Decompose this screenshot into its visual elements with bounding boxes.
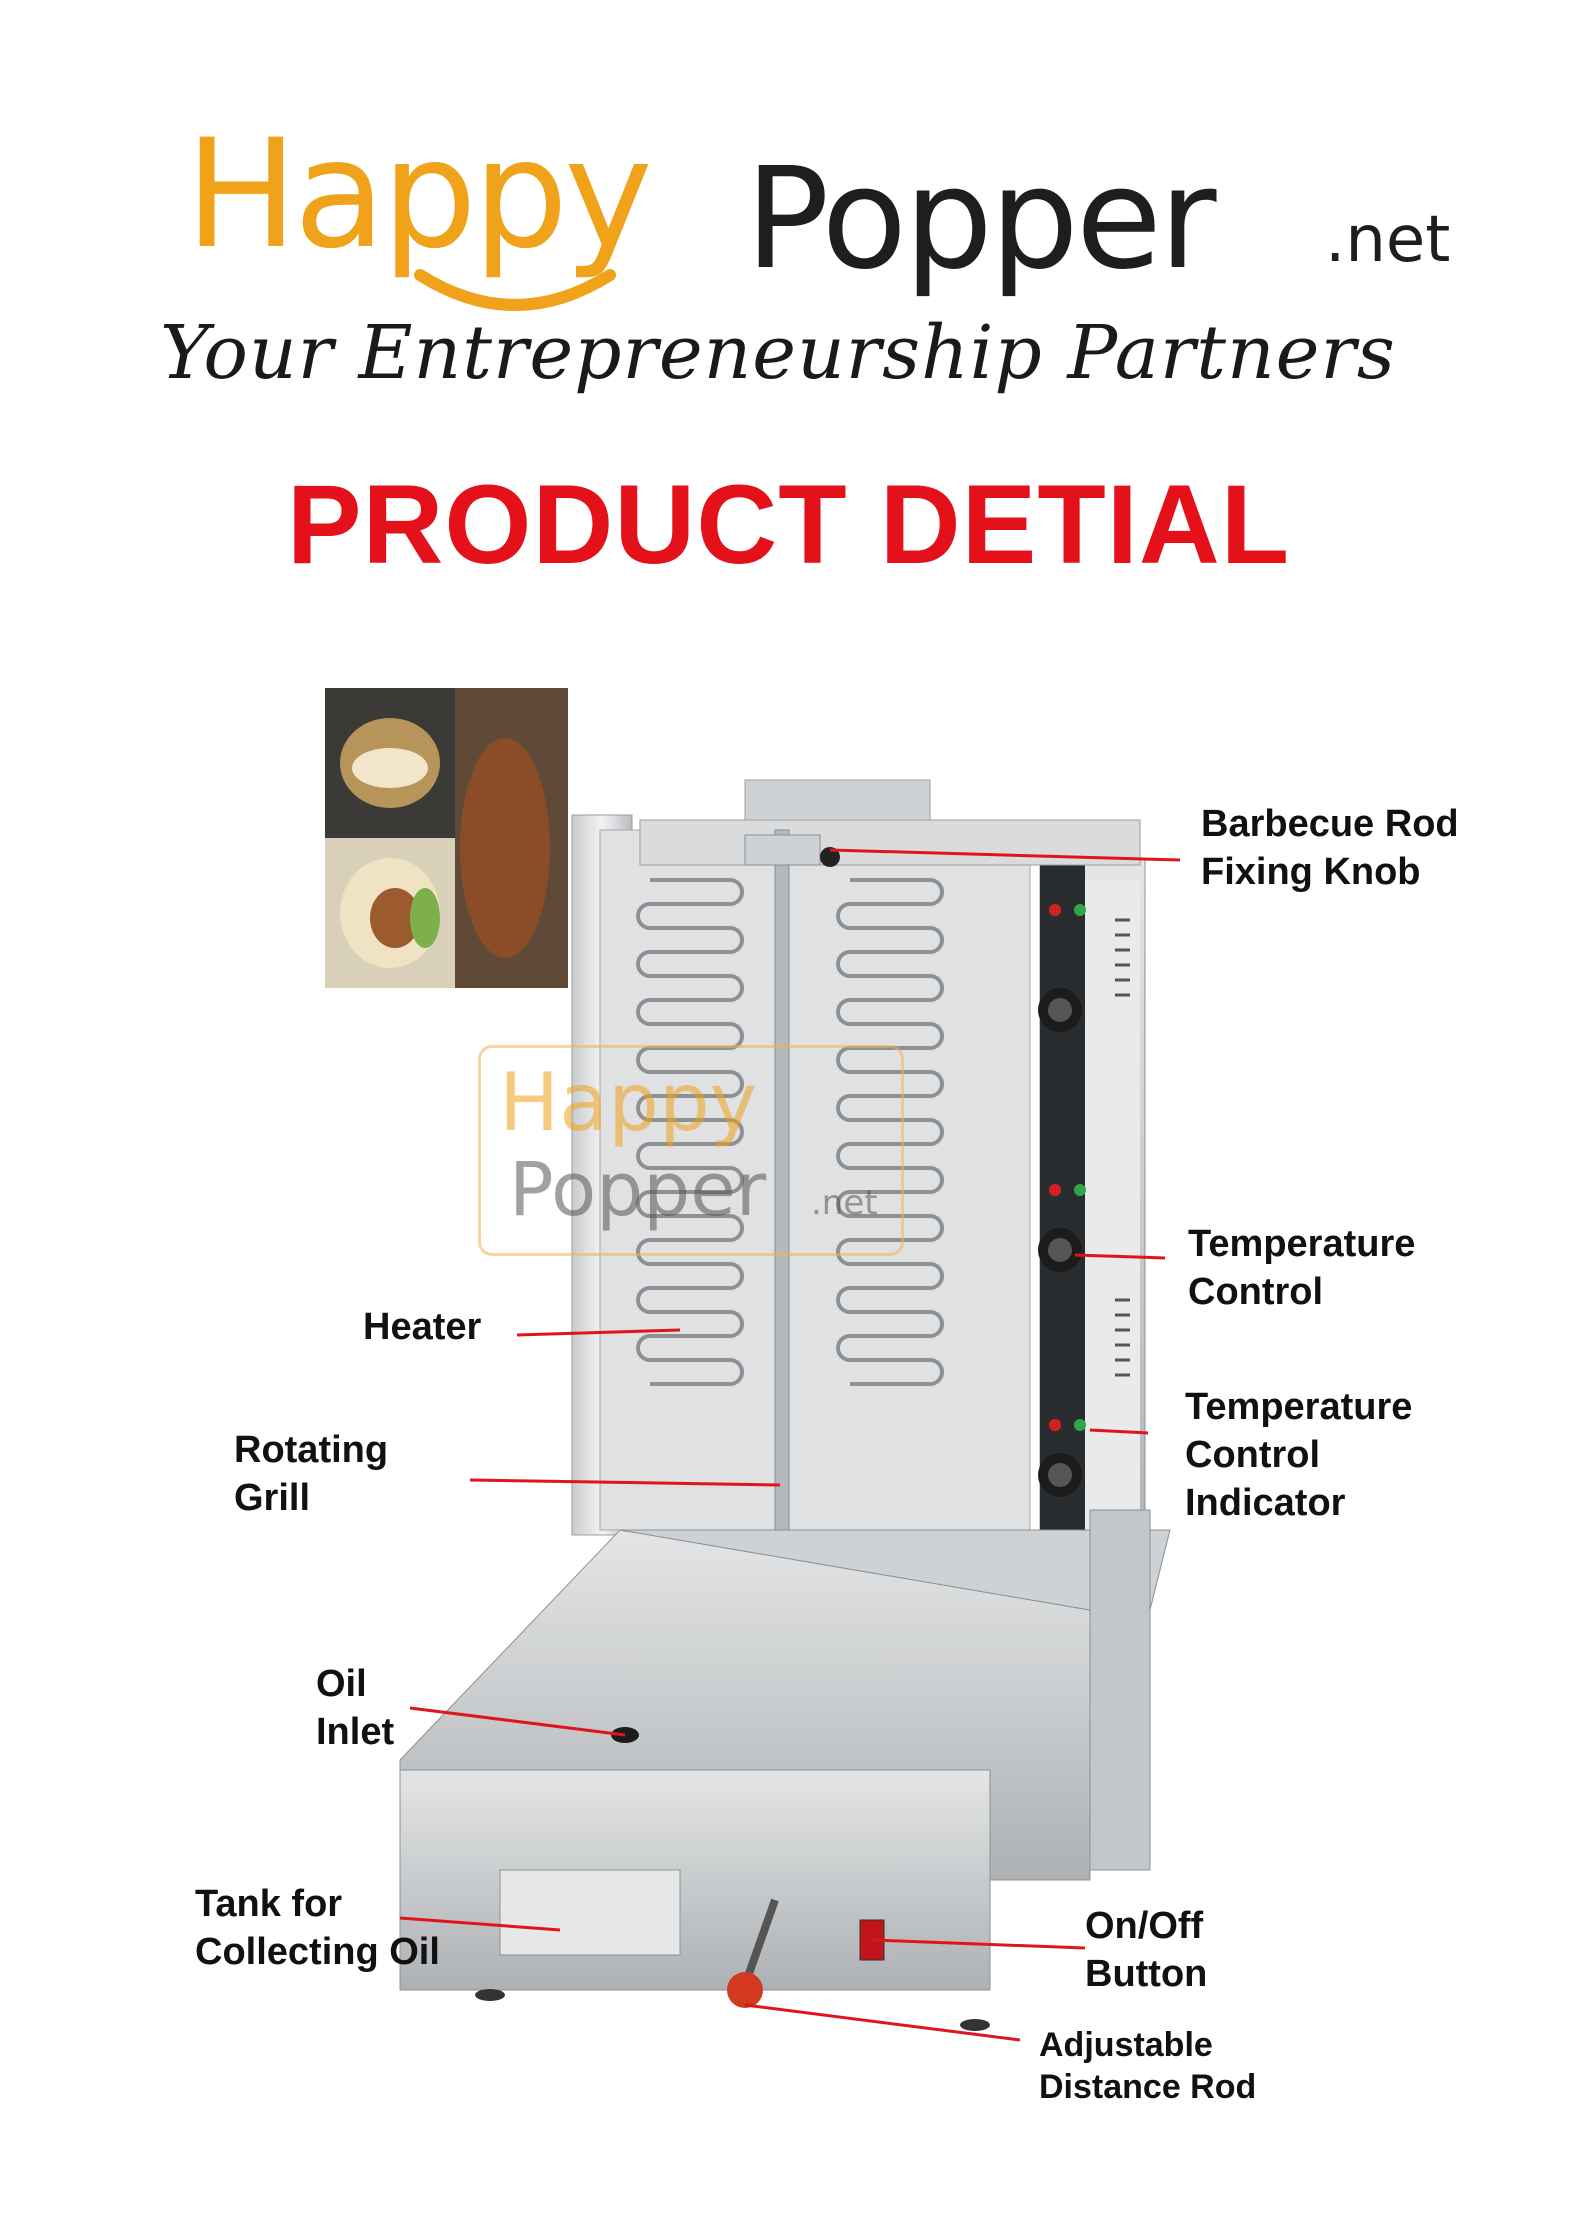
brand-tagline: Your Entrepreneurship Partners xyxy=(160,310,1396,396)
label-oil-tank: Tank for Collecting Oil xyxy=(195,1883,440,1973)
callout-line-oil-inlet xyxy=(409,1706,626,1737)
label-on-off-button: On/Off Button xyxy=(1085,1905,1208,1995)
label-temperature-indicator: Temperature Control Indicator xyxy=(1185,1386,1413,1524)
logo-smile-icon xyxy=(414,269,616,311)
callout-line-heater xyxy=(516,1328,681,1337)
watermark-line2: Popper xyxy=(509,1147,767,1233)
callout-line-temp-indicator xyxy=(1089,1428,1149,1435)
callout-line-distance-rod xyxy=(744,2003,1021,2042)
label-oil-inlet: Oil Inlet xyxy=(316,1663,395,1753)
label-rotating-grill: Rotating Grill xyxy=(234,1429,389,1519)
label-heater: Heater xyxy=(363,1306,482,1348)
callout-line-oil-tank xyxy=(399,1916,561,1932)
watermark-suffix: .net xyxy=(811,1183,878,1223)
food-photo-icon xyxy=(325,688,568,988)
logo-word-happy: Happy xyxy=(185,108,653,282)
logo-domain-suffix: .net xyxy=(1325,203,1451,277)
label-adjustable-distance-rod: Adjustable Distance Rod xyxy=(1039,2026,1257,2106)
callout-line-temp-control xyxy=(1074,1253,1166,1260)
watermark-line1: Happy xyxy=(499,1056,758,1149)
brand-logo: Happy Popper .net xyxy=(185,108,1450,315)
callout-line-rod xyxy=(829,848,1181,862)
callout-line-on-off xyxy=(871,1938,1086,1950)
food-photo-collage xyxy=(325,688,568,988)
label-barbecue-rod-knob: Barbecue Rod Fixing Knob xyxy=(1201,803,1459,893)
label-temperature-control: Temperature Control xyxy=(1188,1223,1416,1313)
callout-line-grill xyxy=(469,1478,781,1487)
page-title: PRODUCT DETIAL xyxy=(286,462,1291,587)
logo-word-popper: Popper xyxy=(745,138,1217,301)
watermark-box: Happy Popper .net xyxy=(478,1045,904,1256)
